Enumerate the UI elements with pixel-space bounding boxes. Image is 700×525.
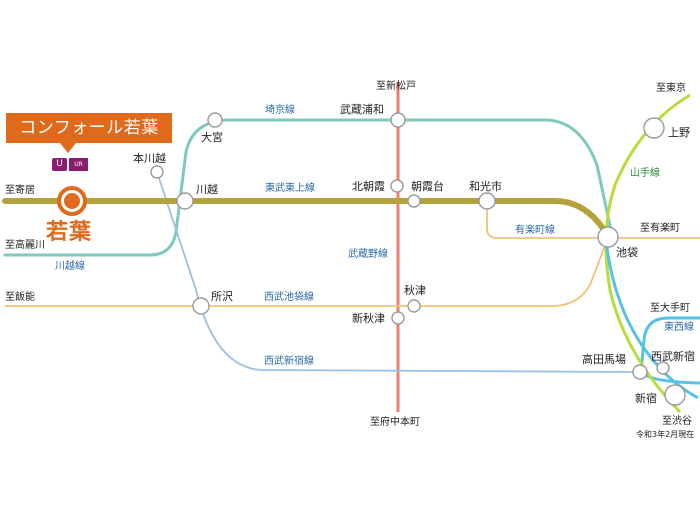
station-asakadai-marker[interactable] [407, 194, 421, 208]
station-shinjuku-marker[interactable] [664, 384, 686, 406]
kawagoe-line-label: 川越線 [55, 259, 85, 272]
seibu-shinjuku-line-label: 西武新宿線 [264, 354, 314, 367]
station-wakoshi-marker[interactable] [478, 192, 496, 210]
station-asakadai-label: 朝霞台 [411, 179, 444, 193]
direction-shibuya: 至渋谷 [662, 414, 692, 427]
tobu-tojo-line [2, 198, 612, 239]
station-omiya-marker[interactable] [207, 112, 223, 128]
direction-komagawa: 至高麗川 [5, 238, 45, 251]
tozai-line-label: 東西線 [664, 320, 694, 333]
ur-logo: U UR [52, 158, 88, 171]
date-note: 令和3年2月現在 [636, 429, 694, 439]
station-tokorozawa-marker[interactable] [192, 297, 210, 315]
saikyo-line [3, 118, 614, 257]
station-shinakitsu-marker[interactable] [391, 311, 405, 325]
station-seibushinjuku-label: 西武新宿 [651, 349, 695, 363]
property-name-badge: コンフォール若葉 [6, 113, 172, 143]
home-station-label: 若葉 [46, 220, 93, 245]
station-ueno-marker[interactable] [643, 117, 665, 139]
station-musashiurawa-label: 武蔵浦和 [340, 103, 384, 116]
direction-tokyo: 至東京 [656, 81, 686, 94]
station-kawagoe-marker[interactable] [176, 192, 194, 210]
yurakucho-line-label: 有楽町線 [515, 223, 555, 236]
ur-logo-text: UR [69, 158, 88, 171]
station-kitaasaka-marker[interactable] [390, 179, 404, 193]
station-omiya-label: 大宮 [201, 130, 223, 144]
direction-hanno: 至飯能 [5, 290, 35, 303]
station-musashiurawa-marker[interactable] [390, 112, 406, 128]
ur-logo-mark: U [52, 158, 67, 171]
station-shinakitsu-label: 新秋津 [352, 311, 385, 325]
station-shinjuku-label: 新宿 [635, 391, 657, 405]
station-takadanobaba-label: 高田馬場 [582, 352, 626, 366]
yurakucho-line [486, 202, 700, 239]
seibu-ikebukuro-line-label: 西武池袋線 [264, 290, 314, 303]
station-seibushinjuku-marker[interactable] [656, 361, 670, 375]
home-station-center [64, 193, 80, 209]
tobu-tojo-line-label: 東武東上線 [265, 181, 315, 194]
station-kawagoe-label: 川越 [196, 182, 218, 196]
station-honkawagoe-marker[interactable] [150, 165, 164, 179]
direction-fuchuhonmachi: 至府中本町 [370, 415, 420, 428]
seibu-shinjuku-line [156, 171, 641, 373]
station-ueno-label: 上野 [668, 126, 690, 139]
yamanote-line-label: 山手線 [630, 166, 660, 179]
saikyo-line-label: 埼京線 [265, 103, 295, 116]
station-honkawagoe-label: 本川越 [133, 151, 166, 165]
property-badge-pointer [60, 143, 76, 153]
station-takadanobaba-marker[interactable] [632, 364, 648, 380]
station-tokorozawa-label: 所沢 [211, 289, 233, 303]
musashino-line-label: 武蔵野線 [348, 247, 388, 260]
station-akitsu-marker[interactable] [407, 299, 421, 313]
station-wakoshi-label: 和光市 [469, 179, 502, 193]
station-kitaasaka-label: 北朝霞 [352, 180, 385, 193]
direction-otemachi: 至大手町 [650, 301, 690, 314]
station-akitsu-label: 秋津 [404, 283, 426, 297]
direction-yorii: 至寄居 [5, 183, 35, 196]
seibu-ikebukuro-line [5, 237, 609, 307]
station-ikebukuro-marker[interactable] [597, 226, 619, 248]
direction-shinmatsudo: 至新松戸 [376, 79, 416, 92]
direction-yurakucho: 至有楽町 [640, 221, 680, 234]
tozai-line [639, 316, 700, 385]
station-ikebukuro-label: 池袋 [616, 245, 638, 259]
